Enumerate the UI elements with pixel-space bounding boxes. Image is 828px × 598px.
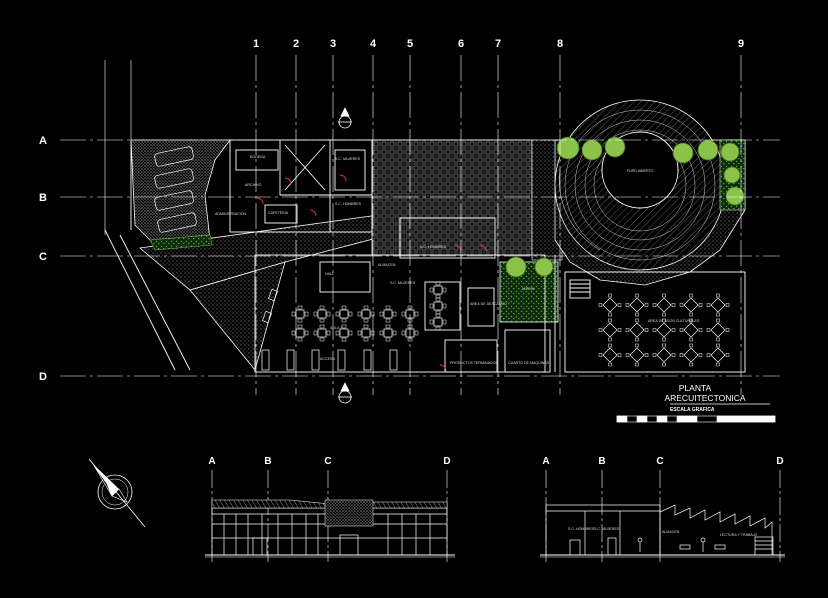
site-plan: FORO ABIERTO JARDIN [130,99,746,371]
tiled-court [371,139,533,256]
room-labels: BODEGA ARCHIVO ADMINISTRACION CAFETERIA … [215,155,700,365]
room-label: BODEGA [250,155,266,159]
room-label: ARCHIVO [245,183,262,187]
grid-lines [60,55,780,395]
doors [256,174,487,372]
elevation-axis-label: A [542,456,549,467]
room-label: HALL [325,272,334,276]
grid-label: 2 [293,38,299,50]
elevation-axis-label: C [324,456,331,467]
room-label: FORO ABIERTO [627,169,654,173]
room-label: ACCESO [320,357,335,361]
room-label: JARDIN [522,287,535,291]
amphitheatre: FORO ABIERTO [554,99,726,271]
elevation-room-label: S.C. MUJERES [594,527,620,531]
room-label: ADMINISTRACION [215,212,247,216]
drawing-subtitle: ARECUITECTONICA [664,393,745,403]
grid-label: B [39,192,47,204]
elevation-room-label: LECTURA Y TRABAJO [720,533,758,537]
title-block: PLANTA ARECUITECTONICA ESCALA GRAFICA [616,383,776,423]
room-label: S.C. HOMBRES [420,245,447,249]
elevation-axis-label: B [264,456,271,467]
elevation-1: A B C D [205,456,455,562]
room-label: AREA DE DESCANSO [470,302,507,306]
grid-label: 3 [330,38,336,50]
grid-label: 4 [370,38,377,50]
scale-bar [616,415,776,423]
grid-column-labels: 1 2 3 4 5 6 7 8 9 [253,38,744,50]
room-label: S.C. HOMBRES [335,202,362,206]
plan-furniture [154,146,730,371]
room-label: S.C. MUJERES [335,157,361,161]
room-label: S.C. MUJERES [390,281,416,285]
elevation-2: A B C D S.C. HOMBRES S. [540,456,785,562]
elevation-axis-label: D [443,456,450,467]
plan-walls [104,139,746,373]
elevation-room-label: S.C. HOMBRES [568,527,595,531]
grid-label: A [39,135,47,147]
grid-label: 5 [407,38,413,50]
room-label: AREA DE USOS CULTURALES [648,319,700,323]
room-label: PRODUCTOS TERMINADOS [450,361,498,365]
elevation-room-label: ALMACEN [662,530,680,534]
grass-strip [149,234,213,251]
grid-label: D [39,371,47,383]
grid-label: 8 [557,38,563,50]
room-label: ALMACEN [378,263,396,267]
grid-label: 7 [495,38,501,50]
grid-label: C [39,251,47,263]
grid-label: 6 [458,38,464,50]
elevation-axis-label: D [776,456,783,467]
room-label: CAFETERIA [268,211,289,215]
grid-row-labels: A B C D [39,135,47,383]
elevation-axis-label: A [208,456,215,467]
elevation-axis-label: C [656,456,663,467]
drawing-title: PLANTA [679,383,712,393]
section-markers [338,107,352,404]
grid-label: 9 [738,38,744,50]
grid-label: 1 [253,38,259,50]
north-arrow-icon [88,458,146,528]
scale-label: ESCALA GRAFICA [670,407,715,413]
parking-area [130,139,231,251]
room-label: AULA 1 [330,326,342,330]
elevation-axis-label: B [598,456,605,467]
trees [505,136,745,278]
room-label: CUARTO DE MAQUINAS [508,361,550,365]
